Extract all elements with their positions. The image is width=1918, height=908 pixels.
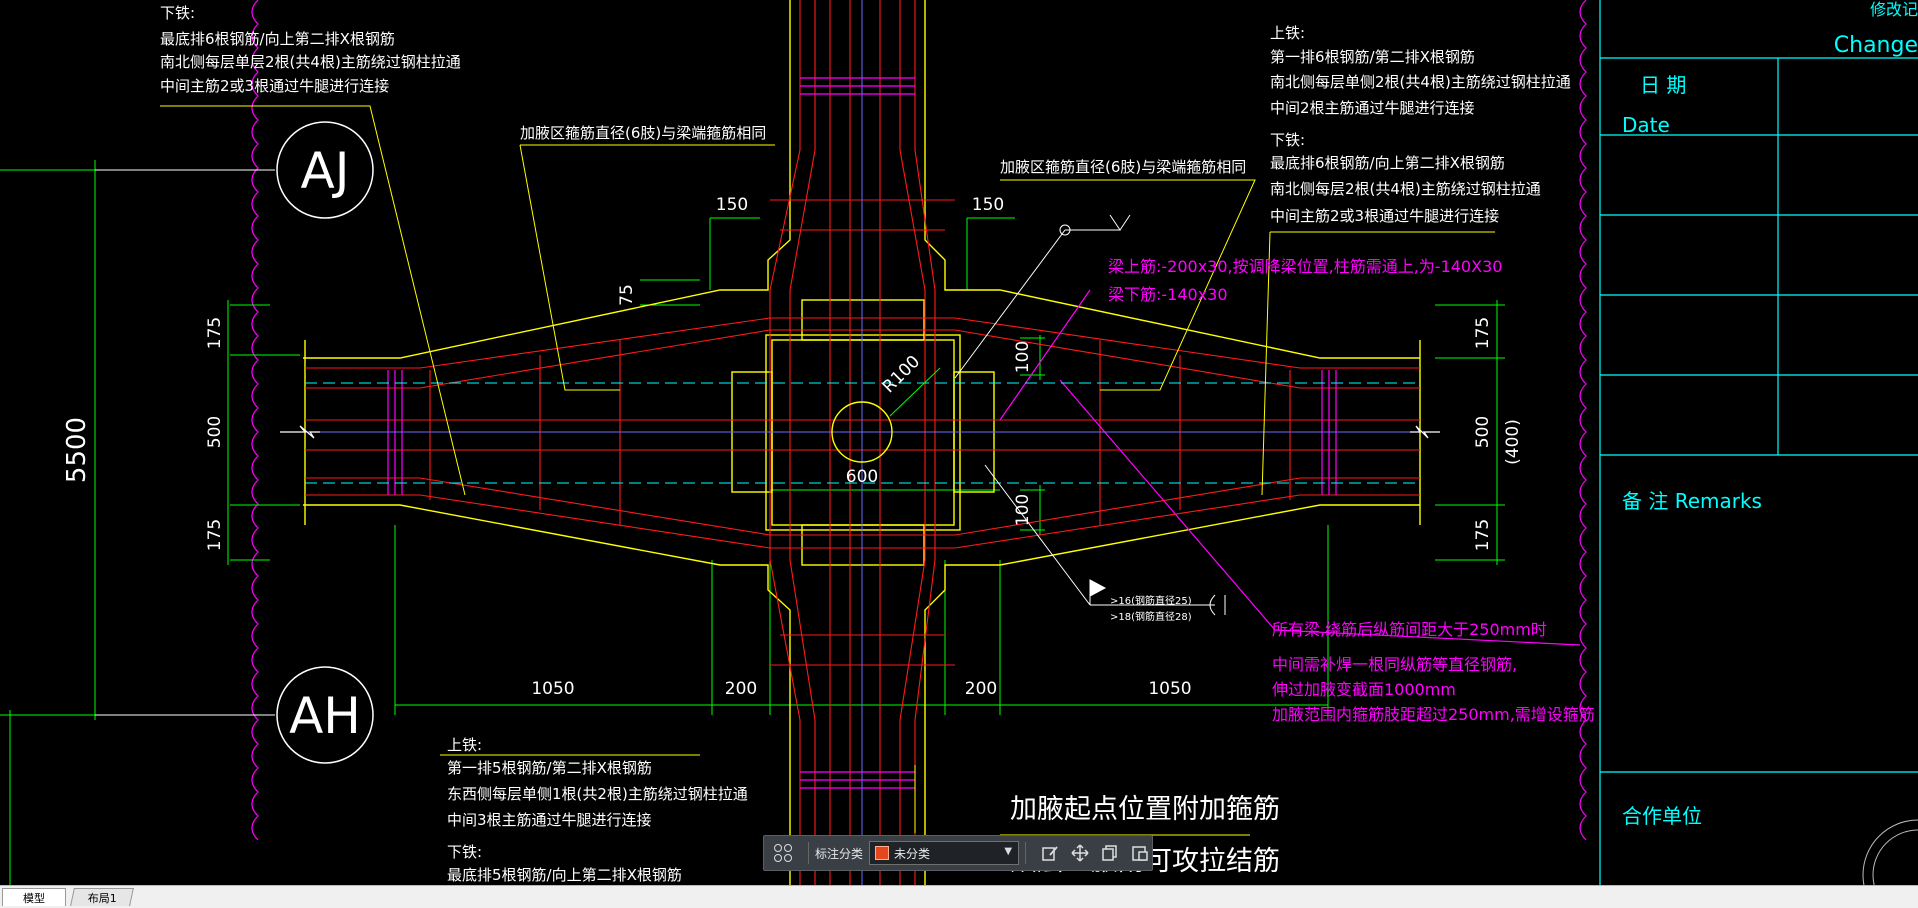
note-tl-2: 南北侧每层单层2根(共4根)主筋绕过钢柱拉通 — [160, 53, 461, 71]
copy-icon[interactable] — [1098, 841, 1122, 865]
toolbar-separator — [1025, 842, 1027, 864]
layout-tab-bar: 模型 布局1 — [0, 885, 1918, 908]
toolbar-separator — [808, 842, 809, 864]
date-en: Date — [1622, 113, 1670, 137]
note-tr-6: 南北侧每层2根(共4根)主筋绕过钢柱拉通 — [1270, 180, 1541, 198]
date-cn: 日 期 — [1640, 73, 1686, 97]
dim-left-175-bottom: 175 — [205, 519, 225, 551]
move-icon[interactable] — [1068, 841, 1092, 865]
dim-bottom-200-left: 200 — [725, 679, 757, 699]
notes-bottom-left: 上铁: 第一排5根钢筋/第二排X根钢筋 东西侧每层单侧1根(共2根)主筋绕过钢柱… — [447, 736, 748, 884]
dim-right-400: (400) — [1503, 419, 1523, 465]
note-bl-3: 中间3根主筋通过牛腿进行连接 — [447, 811, 652, 829]
left-dimensions — [0, 160, 300, 885]
dim-top-150-right: 150 — [972, 195, 1004, 215]
axis-label-ah: AH — [289, 687, 361, 745]
notes-top-left: 下铁: 最底排6根钢筋/向上第二排X根钢筋 中间主筋2或3根通过牛腿进行连接 — [160, 4, 395, 95]
magenta-note-2: 伸过加腋变截面1000mm — [1272, 680, 1456, 699]
dim-right-175-bottom: 175 — [1473, 519, 1493, 551]
axis-bubble-ah — [95, 666, 374, 764]
revision-cloud-left — [251, 0, 259, 841]
dim-75: 75 — [617, 284, 637, 306]
note-tr-3: 中间2根主筋通过牛腿进行连接 — [1270, 99, 1475, 117]
dim-bottom-200-right: 200 — [965, 679, 997, 699]
flag-notes: >16(钢筋直径25) >18(钢筋直径28) — [1110, 594, 1192, 623]
axis-bubble-aj — [95, 121, 374, 219]
notes-top-left-2: 南北侧每层单层2根(共4根)主筋绕过钢柱拉通 — [160, 53, 461, 71]
break-marks — [280, 425, 1440, 439]
right-dimensions — [394, 217, 1505, 715]
revision-cn: 修改记 — [1870, 0, 1918, 19]
dim-5500: 5500 — [62, 417, 92, 483]
tab-model-label: 模型 — [23, 891, 45, 905]
note-bl-5: 最底排5根钢筋/向上第二排X根钢筋 — [447, 866, 682, 884]
dim-right-500: 500 — [1473, 416, 1493, 448]
paste-icon[interactable] — [1128, 841, 1152, 865]
beam-top-bars-note: 梁上筋:-200x30,按调降梁位置,柱筋需通上,为-140X30 — [1108, 257, 1502, 276]
dim-left-500: 500 — [205, 416, 225, 448]
note-tr-7: 中间主筋2或3根通过牛腿进行连接 — [1270, 207, 1499, 225]
title-block-text: 修改记 Change 日 期 Date 备 注 Remarks 合作单位 — [1622, 0, 1918, 828]
notes-top-right: 上铁: 第一排6根钢筋/第二排X根钢筋 南北侧每层单侧2根(共4根)主筋绕过钢柱… — [1270, 24, 1571, 225]
note-tl-0: 下铁: — [160, 4, 195, 22]
magenta-note-1: 中间需补焊一根同纵筋等直径钢筋, — [1272, 655, 1517, 674]
magenta-note-3: 加腋范围内箍筋肢距超过250mm,需增设箍筋 — [1272, 705, 1595, 724]
dimension-texts: 5500 175 500 175 175 500 (400) 175 150 1… — [62, 195, 1523, 699]
magenta-note-0: 所有梁,绕筋后纵筋间距大于250mm时 — [1272, 620, 1547, 639]
note-tl-1: 最底排6根钢筋/向上第二排X根钢筋 — [160, 30, 395, 48]
axis-label-aj: AJ — [301, 142, 350, 200]
edit-icon[interactable] — [1038, 841, 1062, 865]
steel-column — [831, 214, 1226, 616]
cad-drawing[interactable]: 下铁: 最底排6根钢筋/向上第二排X根钢筋 中间主筋2或3根通过牛腿进行连接 南… — [0, 0, 1918, 885]
dim-bottom-1050-left: 1050 — [531, 679, 574, 699]
tab-layout1[interactable]: 布局1 — [70, 888, 134, 906]
note-tr-4: 下铁: — [1270, 131, 1305, 149]
grid-icon[interactable] — [774, 844, 792, 862]
annotation-category-label: 标注分类 — [815, 846, 864, 861]
note-tr-5: 最底排6根钢筋/向上第二排X根钢筋 — [1270, 154, 1505, 172]
chevron-down-icon[interactable]: ▼ — [1004, 846, 1013, 857]
dim-top-150-left: 150 — [716, 195, 748, 215]
dim-col-600: 600 — [846, 467, 878, 487]
note-bl-2: 东西侧每层单侧1根(共2根)主筋绕过钢柱拉通 — [447, 785, 748, 803]
flag-note-1: >16(钢筋直径25) — [1110, 594, 1192, 607]
haunch-note-right: 加腋区箍筋直径(6肢)与梁端箍筋相同 — [1000, 158, 1246, 176]
revision-en: Change — [1834, 33, 1918, 58]
note-bl-0: 上铁: — [447, 736, 482, 754]
dim-right-175-top: 175 — [1473, 317, 1493, 349]
axis-labels: AJ AH — [289, 142, 361, 745]
dim-bottom-1050-right: 1050 — [1148, 679, 1191, 699]
drawing-canvas[interactable]: 下铁: 最底排6根钢筋/向上第二排X根钢筋 中间主筋2或3根通过牛腿进行连接 南… — [0, 0, 1918, 885]
note-tr-2: 南北侧每层单侧2根(共4根)主筋绕过钢柱拉通 — [1270, 73, 1571, 91]
stirrup-marks — [387, 77, 1581, 789]
haunch-note-left: 加腋区箍筋直径(6肢)与梁端箍筋相同 — [520, 124, 766, 142]
note-tl-3: 中间主筋2或3根通过牛腿进行连接 — [160, 77, 389, 95]
beam-bottom-bars-note: 梁下筋:-140x30 — [1108, 285, 1228, 304]
dim-left-175-top: 175 — [205, 317, 225, 349]
flag-note-2: >18(钢筋直径28) — [1110, 610, 1192, 623]
note-tr-1: 第一排6根钢筋/第二排X根钢筋 — [1270, 48, 1475, 66]
note-leaders — [160, 105, 1495, 836]
remarks-label: 备 注 Remarks — [1622, 489, 1762, 513]
note-bl-4: 下铁: — [447, 843, 482, 861]
center-lines — [280, 0, 1440, 885]
tab-model[interactable]: 模型 — [2, 888, 66, 906]
tab-layout1-label: 布局1 — [87, 891, 117, 905]
dim-100-top: 100 — [1013, 341, 1033, 373]
haunch-notes: 加腋区箍筋直径(6肢)与梁端箍筋相同 加腋区箍筋直径(6肢)与梁端箍筋相同 — [520, 124, 1246, 176]
category-color-swatch — [875, 846, 890, 860]
partner-label: 合作单位 — [1622, 804, 1702, 828]
annotation-category-select[interactable]: 未分类 ▼ — [869, 841, 1020, 865]
dim-100-bottom: 100 — [1013, 494, 1033, 526]
note-tr-0: 上铁: — [1270, 24, 1305, 42]
note-bl-1: 第一排5根钢筋/第二排X根钢筋 — [447, 759, 652, 777]
revision-cloud-right — [1579, 0, 1587, 841]
annotation-toolbar: 标注分类 未分类 ▼ — [763, 835, 1153, 871]
category-value: 未分类 — [894, 846, 931, 861]
magenta-notes: 梁上筋:-200x30,按调降梁位置,柱筋需通上,为-140X30 梁下筋:-1… — [1108, 257, 1595, 724]
title-block — [1599, 0, 1918, 885]
large-title-1: 加腋起点位置附加箍筋 — [1010, 794, 1280, 825]
